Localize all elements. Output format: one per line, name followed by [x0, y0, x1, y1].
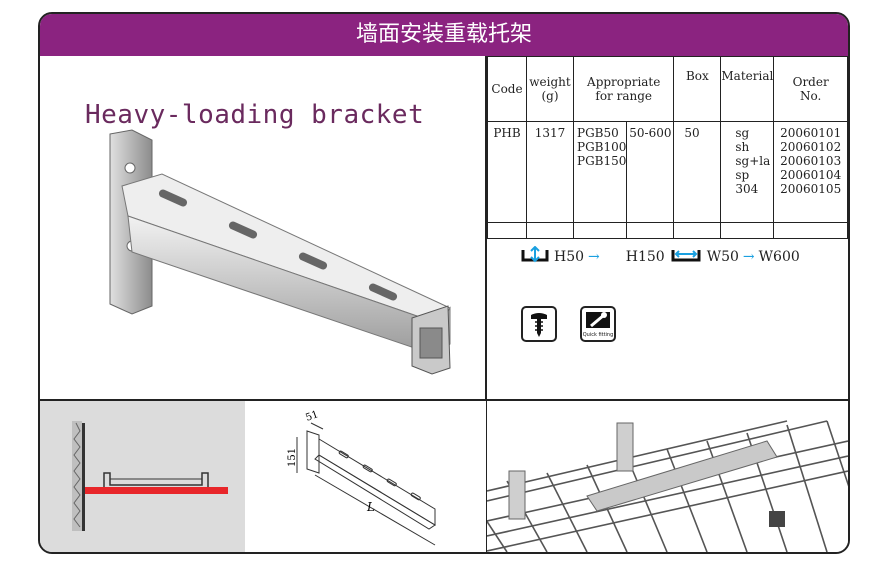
cell-order: 20060101 20060102 20060103 20060104 2006… — [773, 121, 848, 239]
product-card: 墙面安装重载托架 Heavy-loading bracket Cod — [38, 12, 850, 554]
col-material: Material — [720, 56, 775, 122]
cell-range: 50-600 — [626, 121, 675, 239]
w-to: W600 — [758, 249, 800, 265]
cell-box: 50 — [673, 121, 722, 239]
cell-pgb: PGB50 PGB100 PGB150 — [572, 121, 628, 239]
cell-material: sg sh sg+la sp 304 — [720, 121, 775, 239]
bracket-photo — [109, 129, 451, 375]
cell-weight: 1317 — [526, 121, 574, 239]
height-adjust-icon — [521, 246, 549, 263]
installation-photo — [487, 401, 848, 552]
screw-icon — [521, 306, 557, 342]
wall-section-diagram — [40, 401, 245, 552]
divider — [40, 399, 848, 401]
arrow-icon: → — [742, 249, 755, 265]
h-to: H150 — [625, 249, 665, 265]
col-box: Box — [673, 56, 722, 122]
page-title: 墙面安装重载托架 — [40, 14, 848, 56]
cell-code: PHB — [487, 121, 527, 239]
col-code: Code — [487, 56, 527, 122]
col-order: Order No. — [773, 56, 848, 122]
dimension-drawing: 51 151 L — [245, 401, 486, 552]
col-range: Appropriate for range — [572, 56, 675, 122]
col-weight: weight (g) — [526, 56, 574, 122]
spec-table: Code weight (g) Appropriate for range Bo… — [487, 56, 848, 239]
quick-fitting-label: Quick fitting — [583, 332, 614, 338]
quick-fitting-icon: Quick fitting — [580, 306, 616, 342]
h-from: H50 — [554, 249, 585, 265]
width-adjust-icon — [671, 250, 701, 262]
divider — [487, 222, 848, 223]
dim-length-label: L — [366, 500, 375, 514]
table-row: PHB 1317 PGB50 PGB100 PGB150 50-600 50 s… — [487, 121, 848, 239]
w-from: W50 — [706, 249, 739, 265]
product-heading: Heavy-loading bracket — [85, 100, 425, 130]
arrow-icon: → — [588, 249, 600, 265]
divider — [485, 56, 487, 552]
dim-top-label: 51 — [304, 409, 320, 424]
dim-side-label: 151 — [287, 448, 298, 467]
range-row: H50 → H150 W50 → W600 — [520, 246, 800, 268]
